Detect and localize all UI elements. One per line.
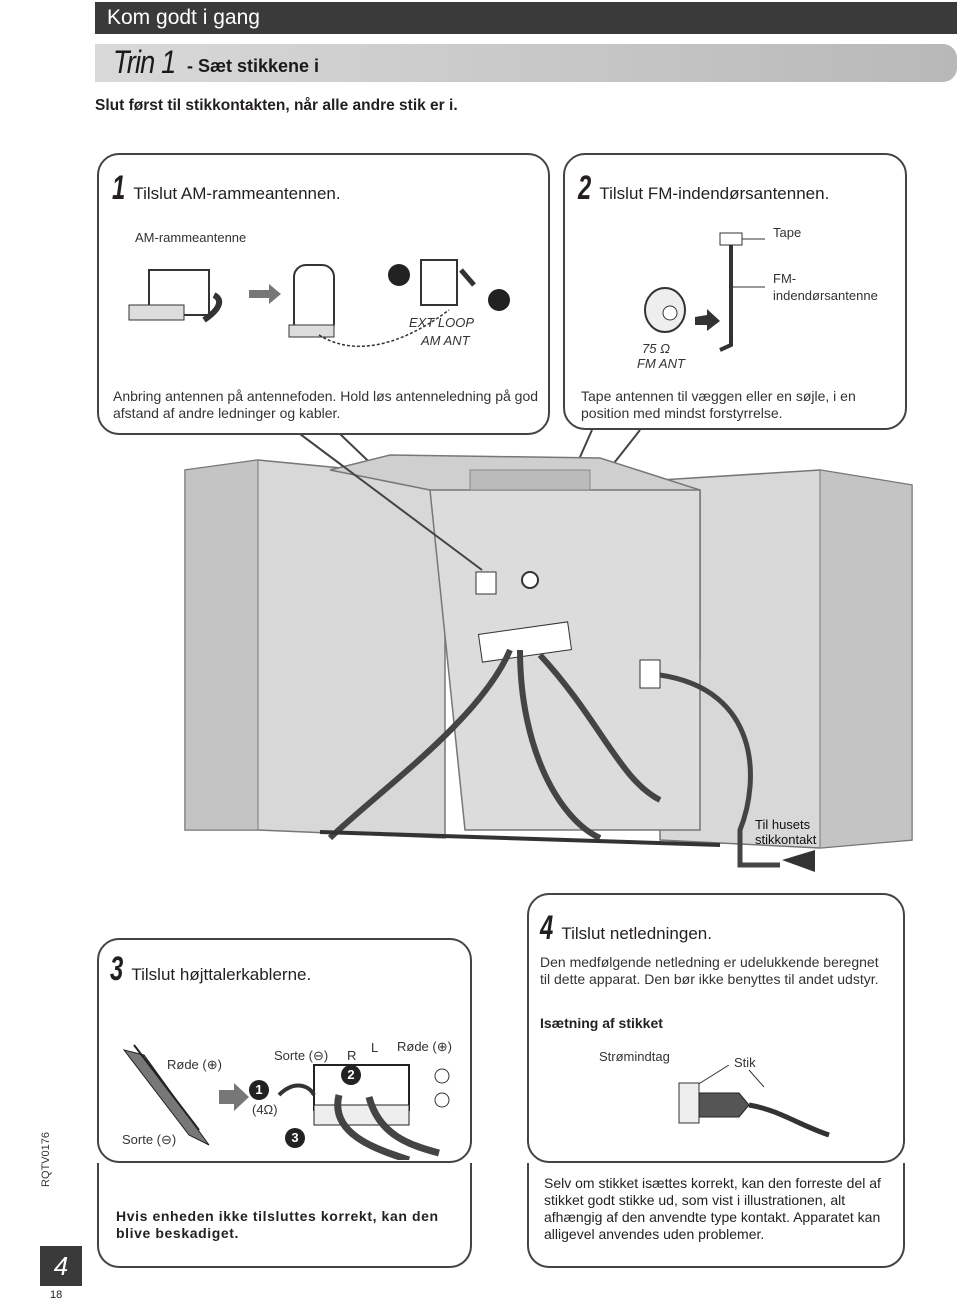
panel2-text: Tape antennen til væggen eller en søjle,… xyxy=(581,388,856,421)
label-am-ant: AM ANT xyxy=(421,333,470,348)
panel4-subheading: Isætning af stikket xyxy=(540,1015,663,1031)
speaker-step-2: 2 xyxy=(341,1065,361,1085)
panel-power: 4 Tilslut netledningen. Den medfølgende … xyxy=(527,893,905,1163)
am-step-1: 1 xyxy=(376,258,384,274)
label-black-1: Sorte (⊖) xyxy=(122,1132,177,1147)
outlet-label-1: Til husets xyxy=(755,817,811,832)
intro-text: Slut først til stikkontakten, når alle a… xyxy=(95,97,458,114)
step-number: 4 xyxy=(540,909,553,947)
step-number: 3 xyxy=(110,950,123,988)
panel-title: Tilslut FM-indendørsantennen. xyxy=(599,184,830,203)
label-red-1: Røde (⊕) xyxy=(167,1057,222,1072)
panel-speaker-warning: Hvis enheden ikke tilsluttes korrekt, ka… xyxy=(97,1163,472,1268)
speaker-step-3: 3 xyxy=(285,1128,305,1148)
panel-am-antenna: 1 Tilslut AM-rammeantennen. AM-rammeante… xyxy=(97,153,550,435)
speaker-warning: Hvis enheden ikke tilsluttes korrekt, ka… xyxy=(116,1208,439,1241)
label-tape: Tape xyxy=(773,225,802,240)
am-antenna-illustration xyxy=(128,259,510,348)
step-subtitle: - Sæt stikkene i xyxy=(187,56,320,76)
plug-illustration xyxy=(678,1065,830,1138)
panel-title: Tilslut højttalerkablerne. xyxy=(131,965,312,984)
panel-power-note: Selv om stikket isættes korrekt, kan den… xyxy=(527,1163,905,1268)
label-fm-2: indendørsantenne xyxy=(773,288,878,303)
panel-fm-antenna: 2 Tilslut FM-indendørsantennen. Tape FM-… xyxy=(563,153,907,430)
label-plug: Stik xyxy=(734,1055,756,1070)
step-number: 2 xyxy=(578,169,591,207)
label-4ohm: (4Ω) xyxy=(252,1102,278,1117)
panel1-heading: 1 Tilslut AM-rammeantennen. xyxy=(112,169,341,208)
section-header: Kom godt i gang xyxy=(95,2,957,34)
label-r: R xyxy=(347,1048,357,1063)
step-word: Trin 1 xyxy=(113,44,176,80)
step-number: 1 xyxy=(112,169,125,207)
panel3-heading: 3 Tilslut højttalerkablerne. xyxy=(110,950,311,989)
step-bar: Trin 1 - Sæt stikkene i xyxy=(95,44,957,82)
label-75-ohm: 75 Ω xyxy=(642,341,670,356)
right-speaker xyxy=(659,469,913,849)
panel-title: Tilslut AM-rammeantennen. xyxy=(133,184,341,203)
panel2-heading: 2 Tilslut FM-indendørsantennen. xyxy=(578,169,829,208)
label-red-2: Røde (⊕) xyxy=(397,1039,452,1054)
am-step-2: 2 xyxy=(477,284,485,300)
main-unit xyxy=(329,454,701,831)
panel-speaker: 3 Tilslut højttalerkablerne. Røde (⊕) So… xyxy=(97,938,472,1163)
document-code: RQTV0176 xyxy=(40,1131,52,1187)
panel1-text: Anbring antennen på antennefoden. Hold l… xyxy=(113,388,539,421)
label-inlet: Strømindtag xyxy=(599,1049,670,1064)
panel-title: Tilslut netledningen. xyxy=(561,924,712,943)
page-number: 18 xyxy=(50,1289,63,1301)
left-speaker xyxy=(184,459,446,839)
panel4-heading: 4 Tilslut netledningen. xyxy=(540,909,712,948)
outlet-label-2: stikkontakt xyxy=(755,832,817,847)
label-ext-loop: EXT LOOP xyxy=(409,315,475,330)
power-note: Selv om stikket isættes korrekt, kan den… xyxy=(544,1175,881,1242)
page-tab: 4 xyxy=(40,1246,82,1286)
speaker-wire-illustration xyxy=(122,1044,450,1160)
panel4-text: Den medfølgende netledning er udelukkend… xyxy=(540,954,879,987)
speaker-step-1: 1 xyxy=(249,1080,269,1100)
fm-antenna-illustration xyxy=(644,232,765,352)
label-am-antenna: AM-rammeantenne xyxy=(135,230,247,245)
label-fm-1: FM- xyxy=(773,271,797,286)
label-l: L xyxy=(371,1040,379,1055)
label-black-2: Sorte (⊖) xyxy=(274,1048,329,1063)
label-fm-ant: FM ANT xyxy=(637,356,685,371)
